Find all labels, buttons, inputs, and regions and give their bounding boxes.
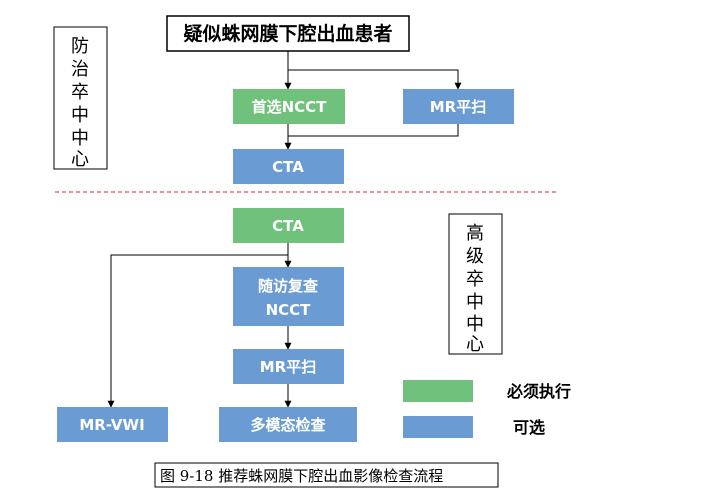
mr-vwi-label: MR-VWI	[79, 416, 144, 434]
advanced-stroke-char: 心	[466, 334, 484, 355]
node-multimodal: 多模态检查	[219, 407, 357, 442]
caption-text: 图 9-18 推荐蛛网膜下腔出血影像检查流程	[160, 467, 443, 485]
legend: 必须执行 可选	[403, 380, 571, 438]
node-mr-vwi: MR-VWI	[57, 407, 168, 442]
arrow-patient-to-mr-scan	[288, 69, 462, 90]
followup-label-line1: 随访复查	[258, 277, 319, 295]
advanced-stroke-center-label: 高 级 卒 中 中 心	[448, 213, 503, 355]
cta-top-label: CTA	[272, 158, 304, 176]
stroke-prevention-char: 中	[71, 128, 89, 149]
stroke-prevention-char: 防	[71, 36, 89, 57]
patient-label: 疑似蛛网膜下腔出血患者	[183, 22, 392, 45]
advanced-stroke-char: 级	[466, 246, 484, 267]
followup-label-line2: NCCT	[266, 301, 312, 319]
stroke-prevention-char: 心	[71, 149, 89, 170]
stroke-prevention-char: 治	[71, 59, 89, 80]
arrow-mr-scan-to-cta	[288, 124, 459, 137]
node-cta-bottom: CTA	[233, 208, 344, 243]
node-mr-scan-bottom: MR平扫	[233, 349, 344, 384]
legend-mandatory-swatch	[403, 380, 473, 402]
stroke-prevention-char: 中	[71, 105, 89, 126]
legend-mandatory-label: 必须执行	[506, 382, 571, 401]
arrow-cta-to-mr-vwi	[107, 254, 288, 408]
advanced-stroke-char: 中	[466, 292, 484, 313]
node-mr-scan-top: MR平扫	[403, 89, 514, 124]
ncct-first-label: 首选NCCT	[252, 98, 328, 116]
stroke-prevention-char: 卒	[71, 82, 89, 103]
node-followup-ncct: 随访复查 NCCT	[233, 267, 344, 326]
legend-optional-label: 可选	[513, 418, 545, 437]
mr-scan-bottom-label: MR平扫	[260, 358, 316, 376]
node-ncct-first: 首选NCCT	[233, 89, 345, 124]
advanced-stroke-char: 卒	[466, 269, 484, 290]
advanced-stroke-char: 中	[466, 314, 484, 335]
connectors	[107, 51, 462, 408]
multimodal-label: 多模态检查	[250, 416, 326, 434]
patient-node: 疑似蛛网膜下腔出血患者	[166, 15, 410, 52]
node-cta-top: CTA	[233, 149, 344, 184]
cta-bottom-label: CTA	[272, 217, 304, 235]
legend-optional-swatch	[403, 416, 473, 438]
mr-scan-top-label: MR平扫	[430, 98, 486, 116]
stroke-prevention-center-label: 防 治 卒 中 中 心	[53, 26, 108, 170]
figure-caption: 图 9-18 推荐蛛网膜下腔出血影像检查流程	[154, 462, 499, 488]
advanced-stroke-char: 高	[466, 223, 484, 244]
